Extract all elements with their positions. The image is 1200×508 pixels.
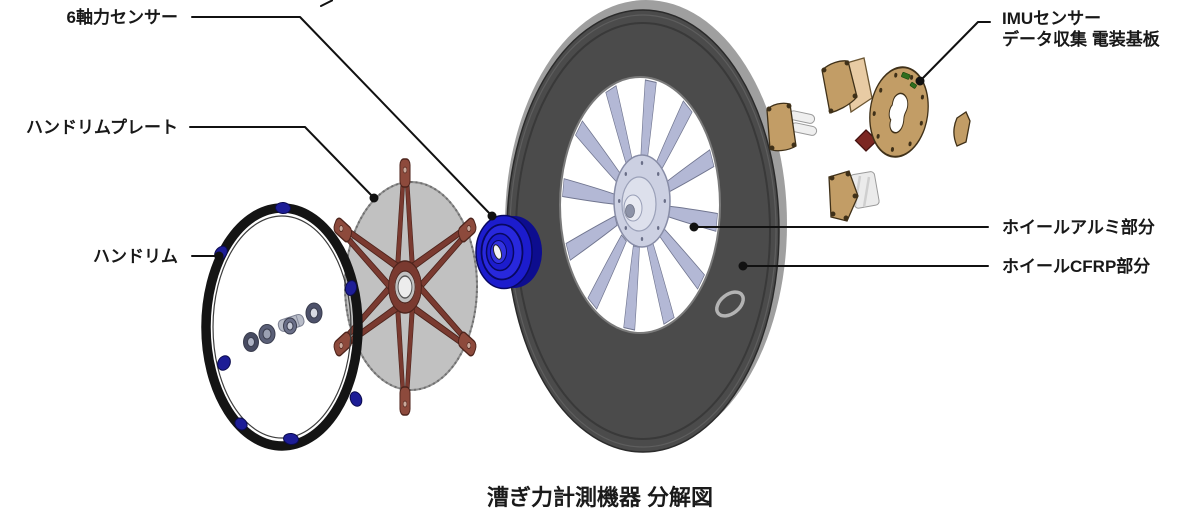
pcb-pins [788, 110, 818, 136]
sensor-center-bore [492, 244, 503, 260]
pcb-donut-board [869, 66, 929, 158]
callout-six-axis-line [191, 16, 493, 217]
handrim-ring [201, 201, 363, 451]
handrim-plate-spider [329, 158, 481, 416]
label-imu-sensor-line2: データ収集 電装基板 [1002, 30, 1160, 49]
callout-six-axis-dot [487, 211, 497, 221]
callout-handrim-plate-line [189, 126, 375, 199]
label-six-axis-sensor: 6軸力センサー [66, 8, 178, 27]
callout-dots [214, 76, 925, 271]
axle-parts [243, 302, 323, 352]
diagram-caption: 漕ぎ力計測機器 分解図 [486, 485, 714, 508]
label-handrim-plate: ハンドリムプレート [26, 118, 178, 137]
wheel-hub [613, 154, 671, 248]
pcb-wedge-left [766, 102, 797, 152]
callout-lines [189, 0, 991, 267]
handrim-tabs [214, 201, 363, 446]
pcb-wedge-right [953, 111, 971, 147]
callout-cfrp-dot [738, 261, 748, 271]
callout-aluminum-dot [689, 222, 699, 232]
six-axis-force-sensor [475, 214, 542, 290]
wheel-assembly [505, 0, 787, 453]
pcb-green-components [901, 72, 917, 89]
pcb-cluster [766, 57, 971, 222]
label-wheel-aluminum: ホイールアルミ部分 [1002, 218, 1155, 237]
pcb-wedge-bottom [828, 170, 859, 222]
label-handrim: ハンドリム [93, 247, 178, 266]
label-imu-sensor-line1: IMUセンサー [1002, 9, 1102, 28]
callout-handrim-dot [214, 251, 224, 261]
label-imu-sensor: IMUセンサー データ収集 電装基板 [1002, 8, 1160, 50]
callout-handrim-plate-dot [369, 193, 379, 203]
valve-hole [715, 290, 745, 318]
callout-imu-dot [915, 76, 925, 86]
callout-imu-line [919, 21, 991, 82]
label-wheel-cfrp: ホイールCFRP部分 [1002, 257, 1151, 276]
callout-top-stub-line [320, 0, 333, 7]
handrim-plate [329, 158, 481, 416]
